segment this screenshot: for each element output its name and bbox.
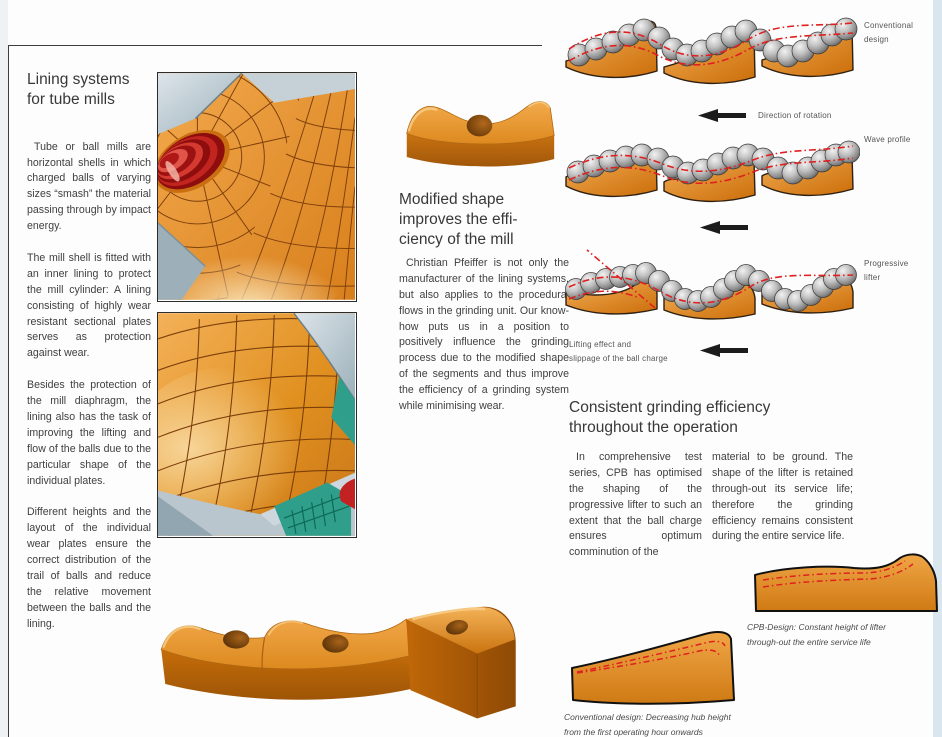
- paragraph: Different heights and the layout of the …: [27, 506, 151, 630]
- wave-profile-diagram: [563, 127, 860, 224]
- section-heading-modified-shape: Modified shape improves the effi- ciency…: [399, 191, 518, 248]
- section-heading-consistent-grinding: Consistent grinding efficiency throughou…: [569, 399, 771, 436]
- left-arrow-icon: [700, 221, 748, 234]
- page-title: Lining systems for tube mills: [27, 71, 130, 108]
- middle-column-body: Christian Pfeiffer is not only the manuf…: [399, 256, 569, 431]
- left-column-body: Tube or ball mills are horizontal shells…: [27, 140, 151, 633]
- page-margin-left: [0, 0, 8, 737]
- cpb-profile-diagram: [750, 551, 940, 615]
- conventional-profile-diagram: [567, 622, 753, 706]
- mill-lining-illustration: [157, 312, 357, 538]
- label-progressive-lifter: Progressive lifter: [864, 259, 909, 282]
- page-frame-top-rule: [8, 45, 542, 46]
- inlet-cone: [158, 130, 230, 193]
- lifting-effect-label: Lifting effect and slippage of the ball …: [569, 340, 668, 363]
- trajectory-lines: [568, 22, 854, 66]
- left-arrow-icon: [700, 344, 748, 357]
- progressive-lifter-diagram: [563, 248, 860, 345]
- paragraph: The mill shell is fitted with an inner l…: [27, 252, 151, 360]
- section-column-1: In comprehensive test series, CPB has op…: [569, 450, 702, 577]
- wear-lines: [762, 560, 914, 588]
- direction-of-rotation-row: Direction of rotation: [698, 109, 832, 123]
- paragraph: material to be ground. The shape of the …: [712, 451, 853, 543]
- lifter-segment-illustration: [393, 72, 565, 190]
- rotation-label: Direction of rotation: [758, 111, 832, 120]
- conventional-design-diagram: [563, 4, 860, 107]
- caption-conventional-design: Conventional design: Decreasing hub heig…: [564, 712, 731, 737]
- paragraph: In comprehensive test series, CPB has op…: [569, 451, 702, 559]
- section-column-2: material to be ground. The shape of the …: [712, 450, 853, 561]
- mill-interior-illustration: [157, 72, 357, 302]
- paragraph: Tube or ball mills are horizontal shells…: [27, 140, 151, 233]
- paragraph: Christian Pfeiffer is not only the manuf…: [399, 257, 569, 413]
- left-arrow-icon: [698, 109, 746, 123]
- wear-lines: [576, 640, 726, 674]
- left-column: Lining systems for tube mills Tube or ba…: [27, 70, 151, 649]
- page-frame-left-rule: [8, 45, 9, 737]
- paragraph: Besides the protection of the mill diaph…: [27, 379, 151, 487]
- mill-lining-drawing: [158, 313, 355, 536]
- trajectory-lines: [568, 249, 854, 309]
- label-wave-profile: Wave profile: [864, 135, 911, 144]
- label-conventional-design: Conventional design: [864, 21, 914, 44]
- caption-cpb-design: CPB-Design: Constant height of lifter th…: [747, 622, 886, 647]
- page-margin-right: [933, 0, 942, 737]
- wear-plates-illustration: [143, 546, 538, 734]
- mill-interior-drawing: [158, 73, 355, 300]
- trajectory-lines: [568, 145, 854, 185]
